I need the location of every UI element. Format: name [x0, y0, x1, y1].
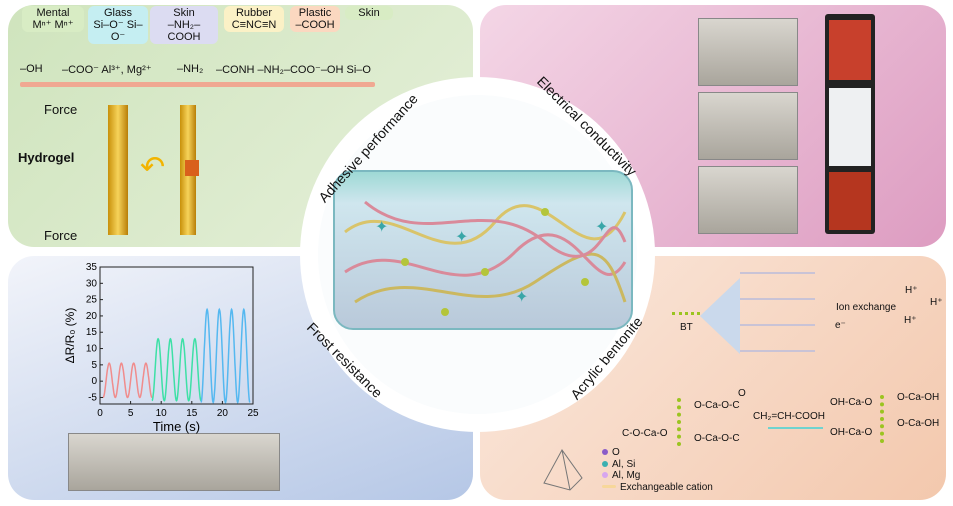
legend-swatch	[602, 472, 608, 479]
bend-arrow-icon: ↶	[140, 151, 166, 184]
y-tick-label: 20	[86, 311, 98, 322]
legend-item: Exchangeable cation	[602, 482, 713, 494]
svg-text:✦: ✦	[595, 219, 608, 236]
substrate-tag: Skin–NH₂–COOH	[150, 6, 218, 44]
zoom-cone	[700, 278, 740, 354]
substrate-name: Skin	[173, 7, 195, 19]
y-tick-label: 25	[86, 295, 98, 306]
bentonite-structure	[740, 272, 815, 352]
x-axis-label: Time (s)	[153, 419, 200, 434]
tetrahedron-icon	[540, 448, 585, 493]
circuit-photo	[698, 18, 798, 86]
substrate-groups: –NH₂–COOH	[167, 19, 201, 43]
svg-text:✦: ✦	[375, 219, 388, 236]
x-tick-label: 20	[217, 408, 229, 419]
stretch-photo	[68, 433, 280, 491]
substrate-name: Mental	[36, 7, 70, 19]
substrate-surface	[20, 82, 375, 87]
legend-label: Exchangeable cation	[620, 481, 713, 493]
ca-oh-right: O-Ca-OH	[897, 418, 940, 429]
force-bottom-label: Force	[44, 228, 78, 243]
legend-label: Al, Mg	[612, 470, 641, 481]
y-tick-label: 30	[86, 278, 98, 289]
substrate-name: Skin	[358, 7, 380, 19]
substrate-name: Rubber	[235, 7, 273, 19]
y-tick-label: 35	[86, 262, 98, 273]
svg-text:✦: ✦	[455, 229, 468, 246]
adhesion-joint	[185, 160, 199, 176]
acrylate-right: O-Ca-O-C	[694, 433, 740, 444]
surface-group: –CONH –NH₂–COO⁻–OH Si–O	[216, 64, 371, 76]
hydrogel-label: Hydrogel	[18, 150, 75, 165]
y-tick-label: 0	[91, 376, 97, 387]
y-axis-label: ΔR/R₀ (%)	[63, 308, 77, 364]
ion-exchange-label: Ion exchange	[836, 302, 897, 313]
bt-chain	[880, 395, 886, 443]
hydrogel-strip	[108, 105, 128, 235]
surface-group: –NH₂	[177, 63, 204, 75]
x-tick-label: 25	[247, 408, 259, 419]
svg-text:✦: ✦	[515, 289, 528, 306]
y-tick-label: 5	[91, 360, 97, 371]
proton-label: H⁺	[904, 315, 917, 326]
substrate-groups: C≡NC≡N	[231, 19, 277, 31]
acrylate-right: O-Ca-O-C	[694, 400, 740, 411]
substrate-name: Glass	[103, 7, 133, 19]
plot-frame	[99, 266, 254, 405]
substrate-tag: Plastic–COOH	[290, 6, 340, 32]
electron-label: e⁻	[835, 320, 846, 331]
bt-label: BT	[680, 322, 693, 333]
substrate-tag: Skin	[345, 6, 393, 20]
legend-item: Al, Mg	[602, 470, 713, 482]
series-line	[151, 337, 202, 402]
ca-oh-left: OH-Ca-O	[830, 427, 873, 438]
y-tick-label: -5	[88, 392, 97, 403]
ca-oh-right: O-Ca-OH	[897, 392, 940, 403]
bt-chain	[677, 398, 683, 446]
x-tick-label: 15	[186, 408, 198, 419]
legend-swatch	[602, 449, 608, 456]
substrate-groups: –COOH	[295, 19, 335, 31]
proton-label: H⁺	[930, 297, 943, 308]
x-tick-label: 10	[156, 408, 168, 419]
bt-chain	[672, 312, 700, 315]
reaction-arrow	[768, 427, 823, 429]
monomer-label: CH₂=CH-COOH	[753, 411, 825, 422]
y-tick-label: 15	[86, 327, 98, 338]
legend-label: O	[612, 447, 620, 458]
circuit-photo	[698, 92, 798, 160]
legend-swatch	[602, 485, 616, 489]
ca-oh-left: OH-Ca-O	[830, 397, 873, 408]
legend-swatch	[602, 460, 608, 467]
legend-item: Al, Si	[602, 459, 713, 471]
carbonyl-o: O	[738, 388, 746, 399]
x-tick-label: 0	[97, 408, 103, 419]
legend-label: Al, Si	[612, 458, 636, 470]
substrate-groups: Mⁿ⁺ Mⁿ⁺	[32, 19, 74, 31]
substrate-name: Plastic	[298, 7, 332, 19]
series-line	[102, 362, 153, 399]
substrate-groups: Si–O⁻ Si–O⁻	[93, 19, 143, 43]
series-line	[200, 307, 251, 405]
proton-label: H⁺	[905, 285, 918, 296]
force-top-label: Force	[44, 102, 78, 117]
x-tick-label: 5	[128, 408, 134, 419]
phone-photo	[825, 14, 875, 234]
y-tick-label: 10	[86, 344, 98, 355]
hydrogel-cube: ✦ ✦ ✦ ✦	[333, 170, 633, 330]
legend-item: O	[602, 447, 713, 459]
surface-group: –OH	[20, 63, 43, 75]
circuit-photo	[698, 166, 798, 234]
surface-group: –COO⁻ Al³⁺, Mg²⁺	[62, 64, 152, 76]
polymer-network: ✦ ✦ ✦ ✦	[344, 200, 627, 316]
acrylate-left: C-O-Ca-O	[622, 428, 668, 439]
